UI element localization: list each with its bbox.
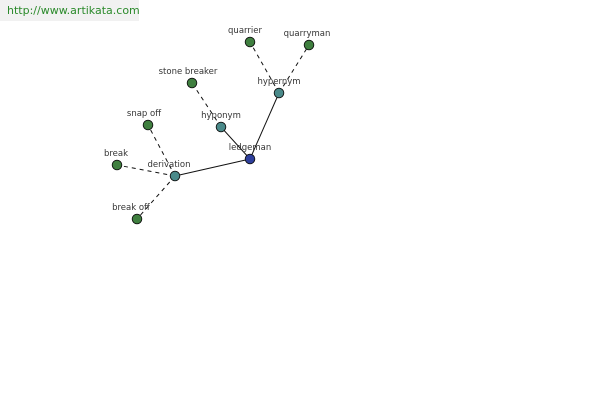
relation-hypernym-label[interactable]: hypernym [257,77,300,87]
source-link[interactable]: http://www.artikata.com [7,4,140,17]
edge-ledgeman-derivation [174,158,251,177]
word-stone-breaker-node[interactable] [186,77,198,89]
edge-ledgeman-hypernym [249,92,280,160]
nodes-layer [111,36,315,225]
relation-derivation-node[interactable] [169,170,181,182]
edges-layer [116,41,310,220]
edge-hyponym-stone-breaker [191,82,222,128]
word-quarryman-label[interactable]: quarryman [284,29,331,39]
relation-hyponym-label[interactable]: hyponym [201,111,241,121]
word-snap-off-node[interactable] [142,119,154,131]
word-quarrier-label[interactable]: quarrier [228,26,262,36]
edge-derivation-break-off [136,175,176,220]
word-break-off-node[interactable] [131,213,143,225]
word-snap-off-label[interactable]: snap off [127,109,162,119]
word-break-node[interactable] [111,159,123,171]
word-break-off-label[interactable]: break off [112,203,151,213]
source-banner: http://www.artikata.com [0,0,140,21]
relation-hypernym-node[interactable] [273,87,285,99]
edge-hypernym-quarryman [278,44,310,94]
center-ledgeman-label[interactable]: ledgeman [229,143,272,153]
word-quarrier-node[interactable] [244,36,256,48]
relation-hyponym-node[interactable] [215,121,227,133]
center-ledgeman-node[interactable] [244,153,256,165]
edge-ledgeman-hyponym [220,126,251,160]
word-break-label[interactable]: break [104,149,128,159]
edge-derivation-snap-off [147,124,176,177]
word-stone-breaker-label[interactable]: stone breaker [159,67,218,77]
edge-hypernym-quarrier [249,41,280,94]
relation-derivation-label[interactable]: derivation [147,160,190,170]
word-quarryman-node[interactable] [303,39,315,51]
labels-layer: quarrier quarryman stone breaker snap off br… [104,26,330,213]
edge-derivation-break [116,164,176,177]
